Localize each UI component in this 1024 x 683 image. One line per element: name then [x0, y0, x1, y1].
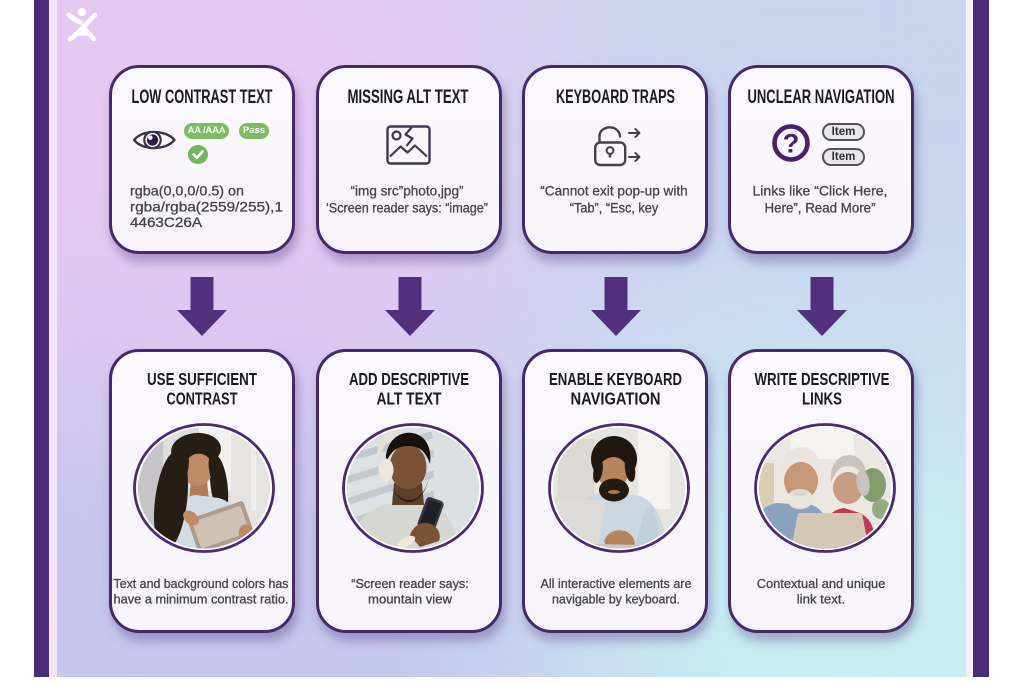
svg-text:“img src”photo,jpg”: “img src”photo,jpg”: [351, 183, 464, 199]
svg-text:Here”, Read More”: Here”, Read More”: [765, 200, 876, 216]
svg-text:navigable by keyboard.: navigable by keyboard.: [552, 592, 680, 607]
svg-text:rgba/rgba(2559/255),1: rgba/rgba(2559/255),1: [130, 199, 283, 215]
svg-text:rgba(0,0,0/0.5) on: rgba(0,0,0/0.5) on: [130, 183, 244, 199]
svg-text:link text.: link text.: [797, 592, 846, 607]
svg-text:ADD DESCRIPTIVE: ADD DESCRIPTIVE: [349, 369, 469, 389]
svg-text:LINKS: LINKS: [802, 388, 842, 408]
svg-text:“Tab”, “Esc, key: “Tab”, “Esc, key: [570, 200, 659, 216]
svg-text:4463C26A: 4463C26A: [130, 214, 203, 230]
svg-text:NAVIGATION: NAVIGATION: [571, 388, 661, 408]
svg-text:“Cannot exit pop-up with: “Cannot exit pop-up with: [540, 183, 688, 199]
svg-text:Text and background colors has: Text and background colors has: [114, 576, 289, 591]
svg-text:WRITE DESCRIPTIVE: WRITE DESCRIPTIVE: [755, 369, 890, 389]
svg-text:LOW CONTRAST TEXT: LOW CONTRAST TEXT: [132, 87, 273, 108]
svg-text:have a minimum contrast ratio.: have a minimum contrast ratio.: [114, 592, 289, 607]
svg-text:“Screen reader says:: “Screen reader says:: [351, 576, 469, 591]
svg-text:ENABLE KEYBOARD: ENABLE KEYBOARD: [549, 369, 682, 389]
svg-text:KEYBOARD TRAPS: KEYBOARD TRAPS: [556, 87, 675, 108]
svg-text:‘Screen reader says: “image”: ‘Screen reader says: “image”: [326, 200, 488, 216]
svg-text:mountain view: mountain view: [368, 592, 453, 607]
svg-text:CONTRAST: CONTRAST: [167, 388, 238, 408]
svg-text:Contextual and unique: Contextual and unique: [757, 576, 886, 591]
svg-text:Links like “Click Here,: Links like “Click Here,: [753, 183, 888, 199]
svg-text:MISSING ALT TEXT: MISSING ALT TEXT: [348, 87, 469, 108]
svg-text:ALT TEXT: ALT TEXT: [377, 388, 442, 408]
svg-text:USE SUFFICIENT: USE SUFFICIENT: [147, 369, 257, 389]
svg-text:UNCLEAR NAVIGATION: UNCLEAR NAVIGATION: [748, 87, 895, 108]
svg-text:All interactive elements are: All interactive elements are: [541, 576, 692, 591]
svg-text:?: ?: [783, 129, 800, 159]
